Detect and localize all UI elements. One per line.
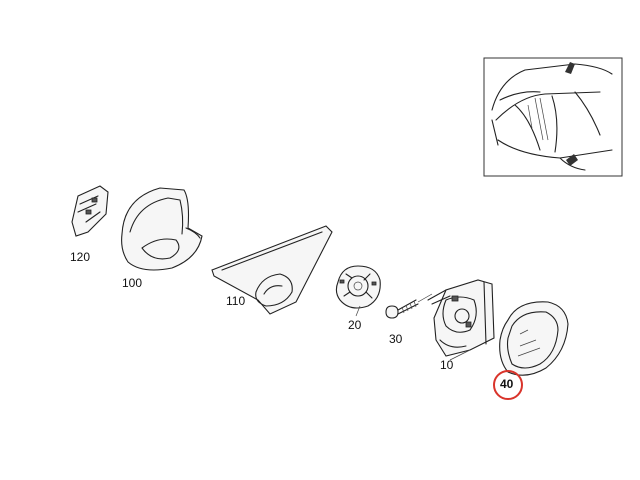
vehicle-locator-inset [483,57,623,177]
part-10-mirror-bracket[interactable] [427,279,495,357]
callout-40: 40 [500,377,514,391]
mirror-location-marker [565,62,578,166]
callout-20: 20 [348,318,362,332]
highlight-circle [493,370,523,400]
callout-120: 120 [70,250,91,264]
callout-10: 10 [440,358,454,372]
part-120-cover-cap[interactable] [71,185,109,237]
part-40-mirror-glass[interactable] [499,301,569,376]
part-100-mirror-housing[interactable] [121,187,203,271]
callout-100: 100 [122,276,143,290]
leader-lines [355,305,471,361]
part-20-adjustment-disc[interactable] [335,265,381,309]
callout-30: 30 [389,332,403,346]
part-110-triangle-trim[interactable] [211,225,333,315]
part-30-screw[interactable] [385,293,433,319]
callout-110: 110 [226,294,246,308]
